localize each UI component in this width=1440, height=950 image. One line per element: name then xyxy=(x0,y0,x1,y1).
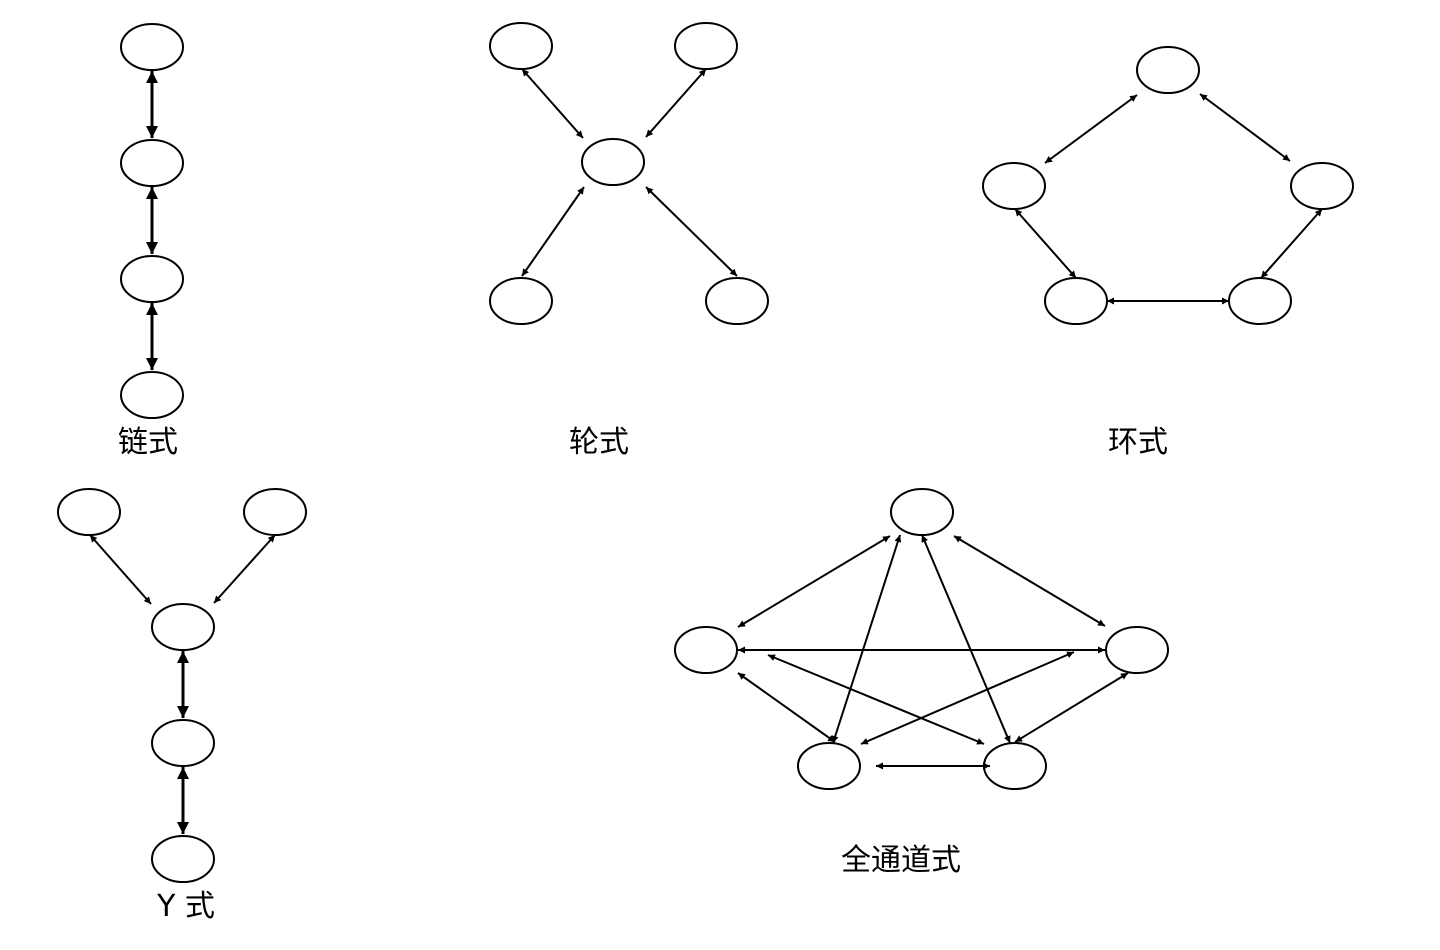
wheel-label: 轮式 xyxy=(569,425,629,460)
all-channel-label: 全通道式 xyxy=(841,843,961,878)
circle-edge-right-bottom xyxy=(1260,208,1323,279)
wheel-node-top-left xyxy=(489,22,553,70)
all-channel-node-left xyxy=(674,626,738,674)
circle-edge-top-left xyxy=(1044,94,1138,164)
circle-node-top xyxy=(1136,46,1200,94)
y-node-top-right xyxy=(243,488,307,536)
all-channel-node-right xyxy=(1105,626,1169,674)
wheel-edge-bottom-left xyxy=(521,186,585,277)
circle-edge-top-right xyxy=(1199,93,1291,162)
y-edge-top-left xyxy=(89,534,152,605)
all-channel-edge-right-bottom-right xyxy=(1014,672,1129,743)
y-network: Y 式 xyxy=(57,488,307,924)
wheel-node-bottom-right xyxy=(705,277,769,325)
circle-edge-left-bottom xyxy=(1014,208,1077,279)
circle-node-left xyxy=(982,162,1046,210)
all-channel-edge-right-bottom-left xyxy=(860,651,1075,745)
chain-node-2 xyxy=(120,139,184,187)
circle-node-right xyxy=(1290,162,1354,210)
circle-node-bottom-left xyxy=(1044,277,1108,325)
y-node-middle xyxy=(151,719,215,767)
wheel-edge-bottom-right xyxy=(645,186,738,277)
all-channel-edge-top-right xyxy=(953,535,1106,627)
all-channel-edge-left-bottom-right xyxy=(767,654,985,745)
all-channel-node-bottom-right xyxy=(983,742,1047,790)
y-node-center xyxy=(151,603,215,651)
y-label: Y 式 xyxy=(156,889,215,924)
y-node-bottom xyxy=(151,835,215,883)
wheel-edge-top-left xyxy=(521,68,584,139)
all-channel-node-top xyxy=(890,488,954,536)
circle-node-bottom-right xyxy=(1228,277,1292,325)
circle-network: 环式 xyxy=(982,46,1354,460)
all-channel-edge-top-bottom-left xyxy=(831,534,902,744)
all-channel-edge-top-left xyxy=(737,535,891,628)
wheel-network: 轮式 xyxy=(489,22,769,460)
y-edge-top-right xyxy=(213,534,276,604)
all-channel-network: 全通道式 xyxy=(674,488,1169,878)
all-channel-node-bottom-left xyxy=(797,742,861,790)
wheel-edge-top-right xyxy=(645,68,707,138)
circle-label: 环式 xyxy=(1108,425,1168,460)
chain-network: 链式 xyxy=(118,23,184,460)
y-node-top-left xyxy=(57,488,121,536)
chain-node-4 xyxy=(120,371,184,419)
all-channel-edge-left-bottom-left xyxy=(737,672,836,743)
chain-node-3 xyxy=(120,255,184,303)
wheel-node-top-right xyxy=(674,22,738,70)
chain-node-1 xyxy=(120,23,184,71)
wheel-node-bottom-left xyxy=(489,277,553,325)
wheel-node-center xyxy=(581,138,645,186)
chain-label: 链式 xyxy=(118,425,178,460)
